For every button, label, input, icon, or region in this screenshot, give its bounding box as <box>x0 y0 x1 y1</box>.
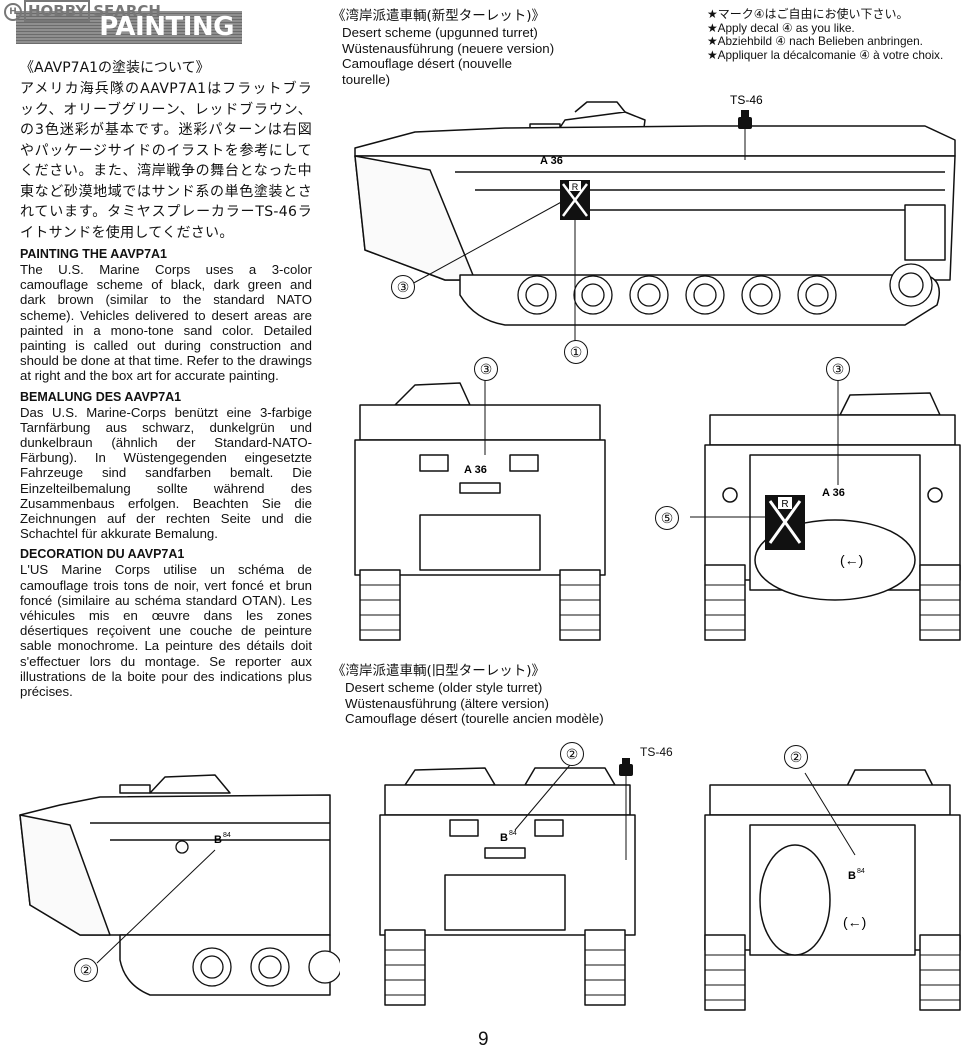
a36-front-marking: A 36 <box>464 464 487 476</box>
note-fr: ★Appliquer la décalcomanie ④ à votre cho… <box>707 47 944 62</box>
watermark-search: SEARCH <box>93 2 161 20</box>
r-letter: R <box>572 182 579 192</box>
section-title-box: PAINTING <box>16 11 242 44</box>
callout-1-side: ① <box>564 340 588 364</box>
de-title: BEMALUNG DES AAVP7A1 <box>20 389 182 404</box>
en-title: PAINTING THE AAVP7A1 <box>20 247 168 261</box>
de-body: Das U.S. Marine-Corps benützt eine 3-far… <box>20 404 312 542</box>
scheme-new-jp: 《湾岸派遣車輌(新型ターレット)》 <box>332 8 546 24</box>
b84-side-sup: 84 <box>223 832 231 839</box>
callout-2-side-old: ② <box>74 958 98 982</box>
rear-view-old-turret: B 84 (←) <box>704 769 961 1011</box>
scheme-new-fr: Camouflage désert (nouvelle tourelle) <box>342 56 513 87</box>
scheme-old-fr: Camouflage désert (tourelle ancien modèl… <box>345 711 604 726</box>
front-view-new-turret: A 36 <box>354 380 606 641</box>
arrow-marking-old: (←) <box>843 914 866 930</box>
title-bar <box>16 11 242 44</box>
callout-2-rear-old: ② <box>784 745 808 769</box>
scheme-new-en: Desert scheme (upgunned turret) <box>342 25 538 40</box>
scheme-old-caption: 《湾岸派遣車輌(旧型ターレット)》 Desert scheme (older s… <box>332 663 652 727</box>
paint-code-old: TS-46 <box>640 745 673 759</box>
scheme-new-de: Wüstenausführung (neuere version) <box>342 40 555 56</box>
b84-front-marking: B <box>500 832 508 844</box>
a36-marking: A 36 <box>540 155 563 167</box>
note-en: ★Apply decal ④ as you like. <box>707 20 855 35</box>
fr-title: DECORATION DU AAVP7A1 <box>20 547 185 562</box>
a36-rear-marking: A 36 <box>822 487 845 499</box>
callout-2-front-old: ② <box>560 742 584 766</box>
b84-side-marking: B <box>214 834 222 846</box>
note-de: ★Abziehbild ④ nach Belieben anbringen. <box>707 34 923 49</box>
b84-rear-sup: 84 <box>857 868 865 875</box>
r-decal-rear: R <box>765 495 805 550</box>
front-view-old-turret: B 84 <box>379 758 636 1006</box>
section-title: PAINTING <box>99 12 234 42</box>
scheme-new-caption: 《湾岸派遣車輌(新型ターレット)》 Desert scheme (upgunne… <box>332 8 592 87</box>
spray-can-icon <box>738 110 752 129</box>
paint-code: TS-46 <box>730 93 763 107</box>
en-body: The U.S. Marine Corps uses a 3-color cam… <box>20 262 312 384</box>
jp-title: 《AAVP7A1の塗装について》 <box>20 60 210 76</box>
watermark-hobby: HOBBY <box>24 0 91 22</box>
jp-body: アメリカ海兵隊のAAVP7A1はフラットブラック、オリーブグリーン、レッドブラウ… <box>20 81 312 241</box>
b84-front-sup: 84 <box>509 830 517 837</box>
fr-body: L'US Marine Corps utilise un schéma de c… <box>20 562 312 700</box>
spray-can-icon-old <box>619 758 633 776</box>
callout-5-rear: ⑤ <box>655 506 679 530</box>
callout-3-front: ③ <box>474 357 498 381</box>
b84-rear-marking: B <box>848 870 856 882</box>
callout-3-side: ③ <box>391 275 415 299</box>
text-column: 《AAVP7A1の塗装について》 アメリカ海兵隊のAAVP7A1はフラットブラッ… <box>20 58 312 699</box>
arrow-marking: (←) <box>840 552 863 568</box>
side-view-old-turret: B 84 <box>19 774 340 996</box>
note-jp: ★マーク④はご自由にお使い下さい。 <box>707 7 909 21</box>
scheme-old-jp: 《湾岸派遣車輌(旧型ターレット)》 <box>332 663 546 679</box>
rear-view-new-turret: R A 36 (←) <box>690 380 961 641</box>
watermark-logo: H <box>4 2 22 21</box>
callout-3-rear: ③ <box>826 357 850 381</box>
page-number: 9 <box>478 1029 489 1050</box>
side-view-new-turret: R A 36 TS-46 <box>354 93 956 343</box>
decal-note: ★マーク④はご自由にお使い下さい。 ★Apply decal ④ as you … <box>707 7 975 62</box>
scheme-old-en: Desert scheme (older style turret) <box>345 680 543 695</box>
scheme-old-de: Wüstenausführung (ältere version) <box>345 695 549 711</box>
r-letter-rear: R <box>781 499 788 510</box>
